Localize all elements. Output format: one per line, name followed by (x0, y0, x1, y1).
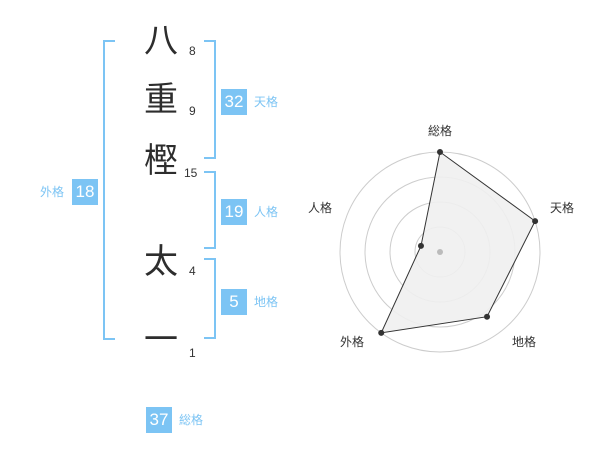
tenkaku-bracket (204, 40, 216, 159)
tenkaku-score: 32 (221, 89, 247, 115)
radar-polygon (380, 151, 536, 334)
name-char-5: 一 (144, 320, 178, 360)
chikaku-label: 地格 (254, 295, 279, 309)
jinkaku-score: 19 (221, 199, 247, 225)
radar-label-tenkaku: 天格 (550, 200, 574, 215)
stroke-count-1: 8 (189, 44, 196, 58)
radar-point (532, 218, 539, 225)
gaikaku-label: 外格 (40, 185, 65, 199)
name-char-3: 樫 (144, 141, 178, 181)
radar-point (417, 242, 424, 249)
name-char-1: 八 (144, 21, 178, 61)
stroke-count-2: 9 (189, 104, 196, 118)
chikaku-bracket (204, 258, 216, 339)
jinkaku-bracket (204, 171, 216, 249)
radar-label-jinkaku: 人格 (308, 200, 332, 215)
stroke-count-3: 15 (184, 166, 198, 180)
radar-point (437, 149, 443, 155)
jinkaku-label: 人格 (254, 205, 279, 219)
stroke-count-5: 1 (189, 346, 196, 360)
chikaku-score: 5 (221, 289, 247, 315)
radar-point (484, 313, 491, 320)
stroke-count-4: 4 (189, 264, 196, 278)
tenkaku-label: 天格 (254, 95, 279, 109)
soukaku-label: 総格 (179, 413, 204, 427)
gaikaku-bracket (103, 40, 115, 340)
radar-label-chikaku: 地格 (512, 334, 536, 349)
radar-label-soukaku: 総格 (428, 123, 452, 138)
radar-center-dot (437, 249, 443, 255)
gaikaku-score: 18 (72, 179, 98, 205)
radar-point (378, 329, 385, 336)
radar-label-gaikaku: 外格 (340, 334, 364, 349)
name-char-4: 太 (144, 242, 178, 282)
soukaku-score: 37 (146, 407, 172, 433)
radar-points (378, 149, 539, 336)
name-char-2: 重 (144, 80, 178, 120)
